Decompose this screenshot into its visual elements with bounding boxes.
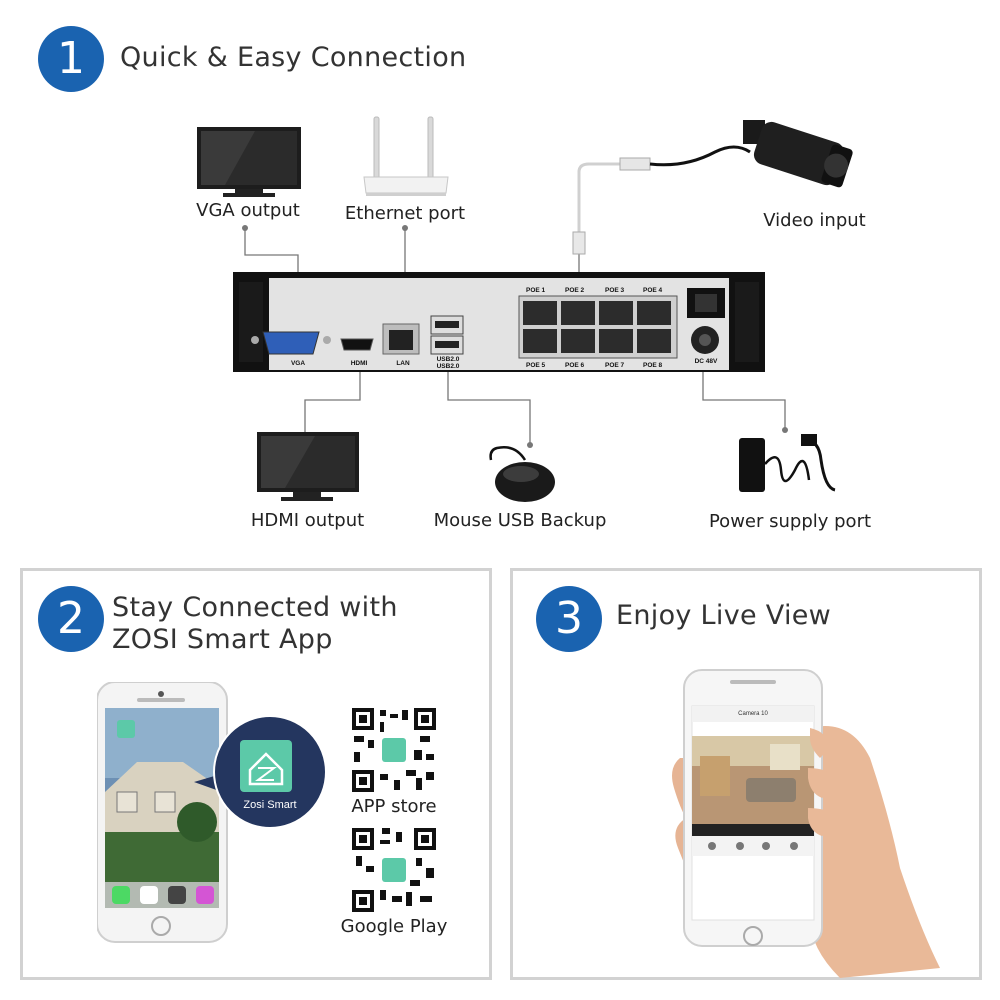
step-number-2: 2 — [38, 586, 104, 652]
ethernet-port-label: Ethernet port — [344, 203, 466, 224]
qr-code-google-play[interactable] — [350, 826, 438, 914]
power-supply-port-label: Power supply port — [708, 511, 872, 532]
vga-monitor-icon — [197, 127, 301, 197]
poe-1-label: POE 1 — [526, 287, 546, 294]
nvr-lan-label: LAN — [396, 360, 410, 367]
nvr-usb-label-1: USB2.0 — [436, 356, 460, 363]
section-3-title: Enjoy Live View — [616, 600, 832, 631]
qr-code-app-store[interactable] — [350, 706, 438, 794]
nvr-vga-label: VGA — [290, 360, 306, 367]
poe-6-label: POE 6 — [565, 362, 585, 369]
poe-4-label: POE 4 — [643, 287, 663, 294]
poe-ports — [523, 301, 671, 353]
router-icon — [363, 116, 449, 196]
poe-2-label: POE 2 — [565, 287, 585, 294]
step-number-1: 1 — [38, 26, 104, 92]
mouse-icon — [489, 446, 555, 502]
poe-5-label: POE 5 — [526, 362, 546, 369]
poe-8-label: POE 8 — [643, 362, 663, 369]
dc-48v-label: DC 48V — [694, 358, 718, 365]
section-1-title: Quick & Easy Connection — [120, 42, 467, 73]
mouse-usb-backup-label: Mouse USB Backup — [433, 510, 607, 531]
qr-google-play-label: Google Play — [340, 916, 448, 937]
live-view-camera-title: Camera 10 — [738, 711, 768, 717]
qr-app-store-label: APP store — [351, 796, 437, 817]
bullet-camera-icon — [572, 120, 853, 255]
poe-3-label: POE 3 — [605, 287, 625, 294]
video-input-label: Video input — [763, 210, 866, 231]
zosi-app-bubble — [194, 715, 327, 829]
nvr-usb-label-2: USB2.0 — [436, 363, 460, 370]
poe-7-label: POE 7 — [605, 362, 625, 369]
smartphone-home-screen — [97, 682, 228, 943]
step-number-3: 3 — [536, 586, 602, 652]
hdmi-monitor-icon — [257, 432, 359, 501]
vga-output-label: VGA output — [196, 200, 300, 221]
hdmi-output-label: HDMI output — [250, 510, 365, 531]
hand-holding-phone — [672, 669, 940, 978]
nvr-back-panel: VGA HDMI LAN USB2.0 USB2.0 POE 1 POE 2 P… — [233, 272, 765, 372]
zosi-smart-app-label: Zosi Smart — [243, 799, 297, 811]
section-2-title-line1: Stay Connected with — [112, 592, 398, 623]
power-adapter-icon — [739, 434, 836, 492]
nvr-hdmi-label: HDMI — [350, 360, 368, 367]
section-2-title-line2: ZOSI Smart App — [112, 624, 333, 655]
